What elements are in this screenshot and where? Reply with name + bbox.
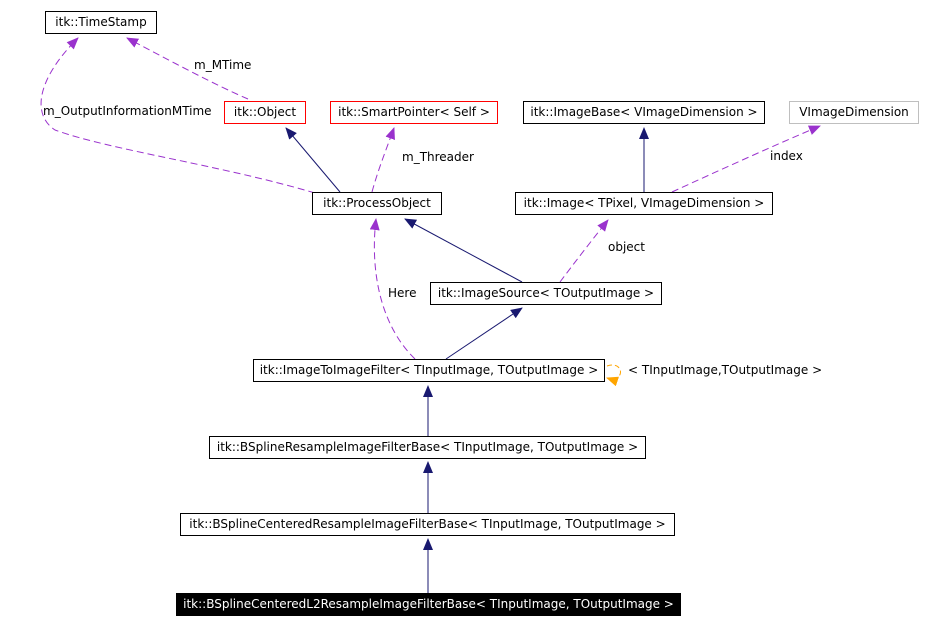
node-imagebase[interactable]: itk::ImageBase< VImageDimension > bbox=[523, 101, 765, 124]
node-imagesource[interactable]: itk::ImageSource< TOutputImage > bbox=[430, 282, 662, 305]
edge-processobject-to-timestamp bbox=[40, 37, 316, 194]
node-bsplineresamplebase[interactable]: itk::BSplineResampleImageFilterBase< TIn… bbox=[209, 436, 646, 459]
edge-imagetoimagefilter-template bbox=[606, 364, 621, 387]
label-m-outputinformationmtime: m_OutputInformationMTime bbox=[43, 104, 212, 118]
node-bsplinecenteredl2base: itk::BSplineCenteredL2ResampleImageFilte… bbox=[176, 593, 681, 616]
label-m-threader: m_Threader bbox=[402, 150, 474, 164]
label-template-args: < TInputImage,TOutputImage > bbox=[628, 363, 823, 377]
node-processobject[interactable]: itk::ProcessObject bbox=[312, 192, 442, 215]
edge-processobject-to-object bbox=[285, 127, 341, 193]
node-image[interactable]: itk::Image< TPixel, VImageDimension > bbox=[515, 192, 773, 215]
edge-imagesource-to-image bbox=[559, 219, 609, 283]
edge-imagetoimagefilter-to-imagesource bbox=[445, 307, 523, 360]
edge-imagesource-to-processobject bbox=[404, 218, 523, 283]
edge-image-to-vimagedimension bbox=[671, 125, 821, 193]
label-here: Here bbox=[388, 286, 417, 300]
edge-imagetoimagefilter-to-processobject bbox=[369, 218, 416, 360]
node-vimagedimension[interactable]: VImageDimension bbox=[789, 101, 919, 124]
node-bsplinecenteredbase[interactable]: itk::BSplineCenteredResampleImageFilterB… bbox=[180, 513, 675, 536]
node-imagetoimagefilter[interactable]: itk::ImageToImageFilter< TInputImage, TO… bbox=[253, 359, 605, 382]
node-timestamp[interactable]: itk::TimeStamp bbox=[45, 11, 157, 34]
edge-processobject-to-smartpointer bbox=[371, 127, 395, 193]
node-object[interactable]: itk::Object bbox=[224, 101, 306, 124]
label-m-mtime: m_MTime bbox=[194, 58, 252, 72]
edge-object-to-timestamp bbox=[126, 37, 249, 100]
node-smartpointer[interactable]: itk::SmartPointer< Self > bbox=[330, 101, 498, 124]
label-object: object bbox=[608, 240, 645, 254]
label-index: index bbox=[770, 149, 803, 163]
